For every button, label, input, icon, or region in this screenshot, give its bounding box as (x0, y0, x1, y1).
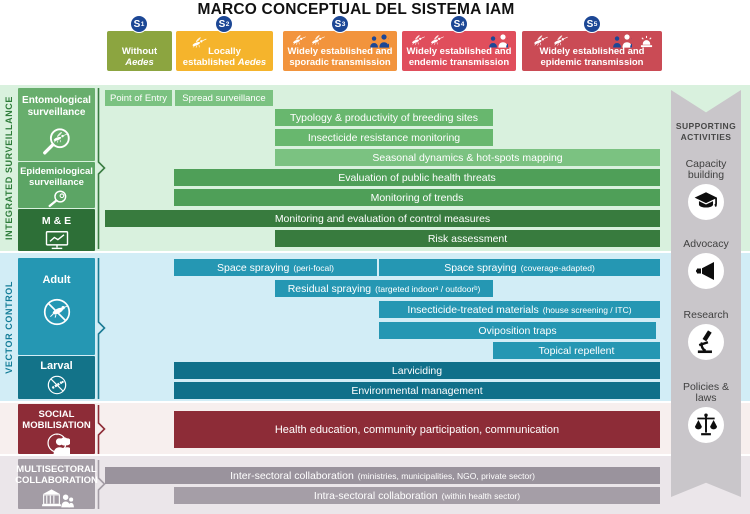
integrated-surveillance-vertical-label: INTEGRATED SURVEILLANCE (3, 96, 14, 240)
scenario-s2-box: Locally established Aedes (176, 31, 273, 71)
group-monitoring-evaluation: M & E (18, 209, 95, 251)
people-and-alarm-icons (606, 34, 654, 48)
mosquito-icons (410, 34, 445, 45)
scenario-s5-box: Widely established and epidemic transmis… (522, 31, 662, 71)
bar-insecticide-resistance: Insecticide resistance monitoring (275, 129, 493, 146)
bar-oviposition-traps: Oviposition traps (379, 322, 656, 339)
institution-partner-icon (41, 489, 74, 508)
surveillance-brace-connector (97, 88, 106, 249)
bar-larviciding: Larviciding (174, 362, 660, 379)
bar-space-spraying-perifocal: Space spraying(peri-focal) (174, 259, 377, 276)
vector-control-vertical-label: VECTOR CONTROL (3, 280, 14, 374)
bar-intersectoral-collaboration: Inter-sectoral collaboration(ministries,… (105, 467, 660, 484)
group-adult: Adult (18, 258, 95, 355)
page-title: MARCO CONCEPTUAL DEL SISTEMA IAM (197, 1, 515, 18)
scenario-s1-line1: Without (121, 46, 158, 57)
scenario-s1-line2: Aedes (125, 57, 154, 68)
supporting-activities-ribbon: SUPPORTING ACTIVITIES Capacity building … (671, 90, 741, 497)
scenario-s5-line1: Widely established and (539, 46, 645, 57)
mosquito-icons (532, 34, 569, 46)
bar-space-spraying-coverage: Space spraying(coverage-adapted) (379, 259, 660, 276)
scenario-s2-line2-italic: Aedes (237, 57, 267, 68)
bar-seasonal-dynamics: Seasonal dynamics & hot-spots mapping (275, 149, 660, 166)
bar-risk-assessment: Risk assessment (275, 230, 660, 247)
supporting-item-capacity-building: Capacity building (671, 159, 741, 220)
bar-point-of-entry: Point of Entry (105, 90, 172, 106)
no-adult-mosquito-icon (43, 298, 70, 326)
bar-intrasectoral-collaboration: Intra-sectoral collaboration(within heal… (174, 487, 660, 504)
bar-topical-repellent: Topical repellent (493, 342, 660, 359)
multisectoral-brace-connector (97, 460, 106, 509)
magnifier-mosquito-icon (42, 128, 70, 155)
scenario-s4-box: Widely established and endemic transmiss… (402, 31, 516, 71)
group-epidemiological-surveillance: Epidemiological surveillance (18, 162, 95, 208)
social-brace-connector (97, 405, 106, 454)
magnifier-case-icon (47, 190, 66, 208)
community-people-icon (46, 433, 70, 454)
scenario-s1-box: Without Aedes (107, 31, 172, 71)
no-larva-icon (47, 375, 66, 395)
siren-icon (640, 35, 653, 47)
graduation-cap-icon (688, 184, 724, 220)
scenario-s4-line2: endemic transmission (408, 57, 510, 68)
bar-residual-spraying: Residual spraying(targeted indoorᵃ / out… (275, 280, 493, 297)
microscope-icon (687, 324, 724, 360)
scenario-s3-line2: sporadic transmission (289, 57, 391, 68)
scenario-s4-line1: Widely established and (406, 46, 512, 57)
mosquito-icon (190, 36, 208, 48)
supporting-item-advocacy: Advocacy (683, 239, 729, 289)
mosquito-icons (291, 34, 326, 45)
bar-health-education: Health education, community participatio… (174, 411, 660, 448)
people-group-icon (482, 34, 508, 48)
monitor-chart-icon (45, 231, 68, 250)
bar-spread-surveillance: Spread surveillance (175, 90, 273, 106)
bar-insecticide-treated-materials: Insecticide-treated materials(house scre… (379, 301, 660, 318)
group-social-mobilisation: SOCIAL MOBILISATION (18, 404, 95, 454)
scenario-s3-line1: Widely established and (287, 46, 393, 57)
scales-icon (688, 407, 724, 443)
supporting-item-policies-laws: Policies & laws (680, 382, 732, 443)
group-multisectoral-collaboration: MULTISECTORAL COLLABORATION (15, 459, 98, 509)
vector-brace-connector (97, 258, 106, 399)
bar-monitoring-trends: Monitoring of trends (174, 189, 660, 206)
people-group-icon (363, 34, 389, 48)
bar-typology-breeding-sites: Typology & productivity of breeding site… (275, 109, 493, 126)
supporting-activities-title: SUPPORTING ACTIVITIES (675, 121, 737, 142)
scenario-s5-line2: epidemic transmission (540, 57, 644, 68)
megaphone-icon (688, 253, 724, 289)
scenario-s3-box: Widely established and sporadic transmis… (283, 31, 397, 71)
group-entomological-surveillance: Entomological surveillance (18, 88, 95, 161)
multisectoral-section-background (0, 456, 750, 514)
supporting-item-research: Research (684, 310, 728, 360)
bar-monitoring-evaluation-control: Monitoring and evaluation of control mea… (105, 210, 660, 227)
bar-public-health-threats: Evaluation of public health threats (174, 169, 660, 186)
scenario-s2-line2: established (182, 57, 236, 68)
bar-environmental-management: Environmental management (174, 382, 660, 399)
group-larval: Larval (18, 356, 95, 399)
scenario-s2-line1: Locally (208, 46, 241, 57)
